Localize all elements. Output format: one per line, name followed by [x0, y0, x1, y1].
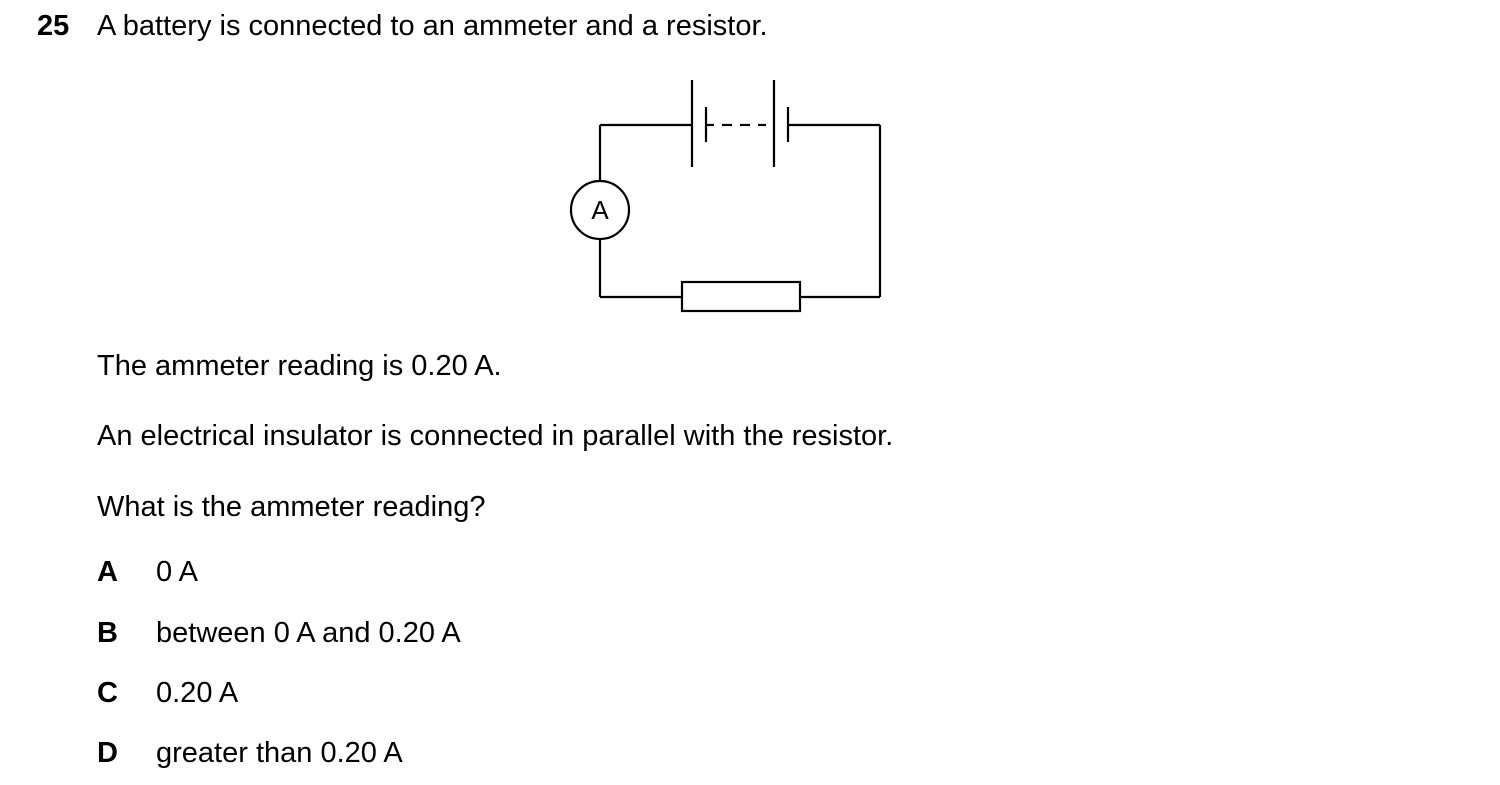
option-letter: D	[97, 737, 118, 769]
question-number: 25	[37, 10, 70, 42]
question-stem: A battery is connected to an ammeter and…	[97, 10, 768, 42]
option-text: greater than 0.20 A	[156, 737, 403, 769]
option-letter: C	[97, 677, 118, 709]
info-insulator: An electrical insulator is connected in …	[97, 420, 894, 452]
resistor-symbol	[680, 280, 802, 313]
info-reading: The ammeter reading is 0.20 A.	[97, 350, 502, 382]
option-text: 0 A	[156, 556, 198, 588]
option-text: between 0 A and 0.20 A	[156, 617, 461, 649]
option-letter: B	[97, 617, 118, 649]
ammeter-symbol: A	[569, 179, 631, 241]
battery-symbol	[690, 80, 790, 167]
option-letter: A	[97, 556, 118, 588]
circuit-diagram: A	[569, 80, 882, 313]
ammeter-label: A	[591, 195, 609, 225]
question-prompt: What is the ammeter reading?	[97, 491, 486, 523]
option-text: 0.20 A	[156, 677, 239, 709]
